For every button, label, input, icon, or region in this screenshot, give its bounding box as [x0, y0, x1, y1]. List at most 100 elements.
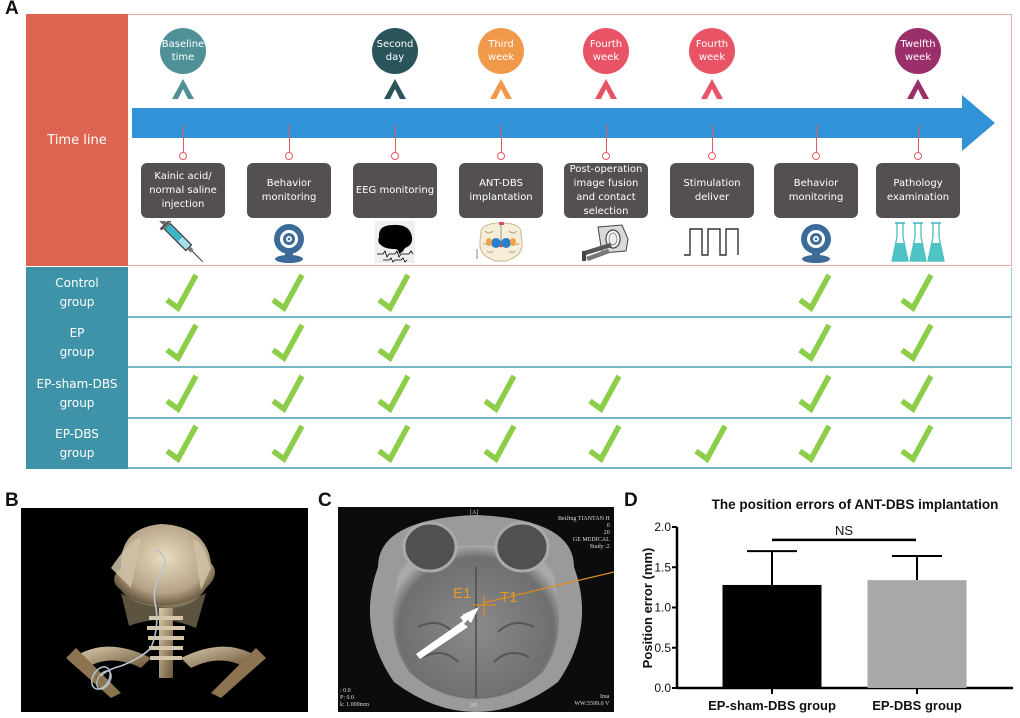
- panel-label-b: B: [5, 490, 19, 511]
- timeline-area: [128, 14, 1012, 266]
- step-box: Post-operation image fusion and contact …: [564, 163, 648, 218]
- checkmark-icon: [165, 374, 199, 414]
- checkmark-icon: [694, 424, 728, 464]
- connector-line: [918, 125, 919, 153]
- checkmark-icon: [271, 374, 305, 414]
- checkmark-icon: [900, 424, 934, 464]
- checkmark-icon: [798, 424, 832, 464]
- connector-line: [816, 125, 817, 153]
- mri-info-line: Ima: [600, 694, 610, 700]
- group-label-line: group: [59, 294, 95, 309]
- group-label: Control group: [26, 267, 128, 318]
- mri-info-line: k: 1.000mm: [340, 702, 370, 708]
- group-label-line: Control: [55, 275, 99, 290]
- connector-line: [501, 125, 502, 153]
- webcam-icon: [274, 224, 304, 263]
- syringe-icon: [158, 221, 204, 263]
- connector-knob: [602, 152, 610, 160]
- connector-line: [606, 125, 607, 153]
- mri-image-fusion: E1 T1 [A] [P] BeiJing TIANTAN H 0 20 GE …: [338, 507, 614, 712]
- connector-knob: [285, 152, 293, 160]
- step-box: Stimulation deliver: [670, 163, 754, 218]
- group-label-line: EP-sham-DBS: [36, 376, 118, 391]
- milestone-label-line: Second: [376, 39, 414, 50]
- ct-scanner-icon: [582, 224, 629, 261]
- checkmark-icon: [271, 273, 305, 313]
- milestone-label-line: Baseline: [161, 39, 205, 50]
- group-label-text: EP group: [60, 324, 95, 362]
- step-label: ANT-DBS implantation: [469, 177, 533, 203]
- mri-info-line: P: 0.0: [340, 695, 355, 701]
- step-box: Behavior monitoring: [247, 163, 331, 218]
- milestone-label-line: Twelfth: [900, 39, 936, 50]
- group-label-line: group: [59, 445, 95, 460]
- group-label-line: EP: [69, 325, 85, 340]
- milestone-label-line: week: [698, 52, 726, 63]
- step-label: Post-operation image fusion and contact …: [569, 163, 643, 217]
- panel-label-d: D: [624, 490, 638, 511]
- milestone-circle: Baseline time: [160, 28, 206, 74]
- mri-info: BeiJing TIANTAN H 0 20 GE MEDICAL Study …: [558, 516, 610, 551]
- group-label-line: EP-DBS: [55, 426, 99, 441]
- checkmark-icon: [798, 323, 832, 363]
- timeline-arrow: [132, 95, 995, 151]
- connector-knob: [391, 152, 399, 160]
- mri-bottom-right-info: Ima WW:5599.0 V: [570, 694, 609, 708]
- panel-label-a: A: [5, 0, 19, 19]
- mri-bottom-left-info: : 0.0 P: 0.0 k: 1.000mm: [340, 688, 369, 709]
- checkmark-icon: [377, 273, 411, 313]
- x-tick-label: EP-sham-DBS group: [708, 698, 836, 713]
- step-box: EEG monitoring: [353, 163, 437, 218]
- checkmark-icon: [483, 374, 517, 414]
- position-error-chart: The position errors of ANT-DBS implantat…: [640, 497, 1013, 713]
- milestone-label-line: time: [171, 52, 195, 63]
- connector-line: [183, 125, 184, 153]
- significance-label: NS: [835, 523, 853, 538]
- checkmark-icon: [377, 424, 411, 464]
- y-axis-label: Position error (mm): [640, 548, 655, 669]
- checkmark-icon: [900, 323, 934, 363]
- webcam-icon: [801, 224, 831, 263]
- square-wave-icon: [684, 228, 739, 256]
- connector-knob: [812, 152, 820, 160]
- mri-info-line: WW:5599.0 V: [574, 701, 610, 707]
- brain-section-icon: [476, 222, 523, 262]
- group-row: [128, 368, 1012, 419]
- connector-knob: [179, 152, 187, 160]
- y-tick-label: 1.0: [654, 601, 671, 615]
- step-box: Pathology examination: [876, 163, 960, 218]
- group-label-line: group: [59, 344, 95, 359]
- flasks-icon: [891, 222, 945, 262]
- checkmark-icon: [900, 374, 934, 414]
- group-label: EP group: [26, 317, 128, 368]
- mri-info-line: 0: [606, 523, 610, 529]
- connector-line: [712, 125, 713, 153]
- chart-title: The position errors of ANT-DBS implantat…: [712, 497, 999, 512]
- orientation-posterior: [P]: [470, 703, 478, 709]
- checkmark-icon: [271, 323, 305, 363]
- y-tick-label: 0.5: [654, 641, 671, 655]
- checkmark-icon: [165, 273, 199, 313]
- connector-knob: [708, 152, 716, 160]
- checkmark-icon: [165, 323, 199, 363]
- step-box: Behavior monitoring: [774, 163, 858, 218]
- step-box: Kainic acid/ normal saline injection: [141, 163, 225, 218]
- milestone-label: Baseline time: [162, 38, 204, 64]
- caret-up-icon: [907, 79, 929, 99]
- caret-up-icon: [172, 79, 194, 99]
- ct-3d-reconstruction-image: [21, 508, 308, 712]
- mri-info-line: BeiJing TIANTAN H: [558, 516, 610, 522]
- checkmark-icon: [798, 273, 832, 313]
- mri-info-line: Study :2: [589, 544, 610, 550]
- step-label: Stimulation deliver: [683, 177, 741, 203]
- checkmark-icon: [900, 273, 934, 313]
- mri-info-line: : 0.0: [340, 688, 351, 694]
- x-tick-label: EP-DBS group: [872, 698, 962, 713]
